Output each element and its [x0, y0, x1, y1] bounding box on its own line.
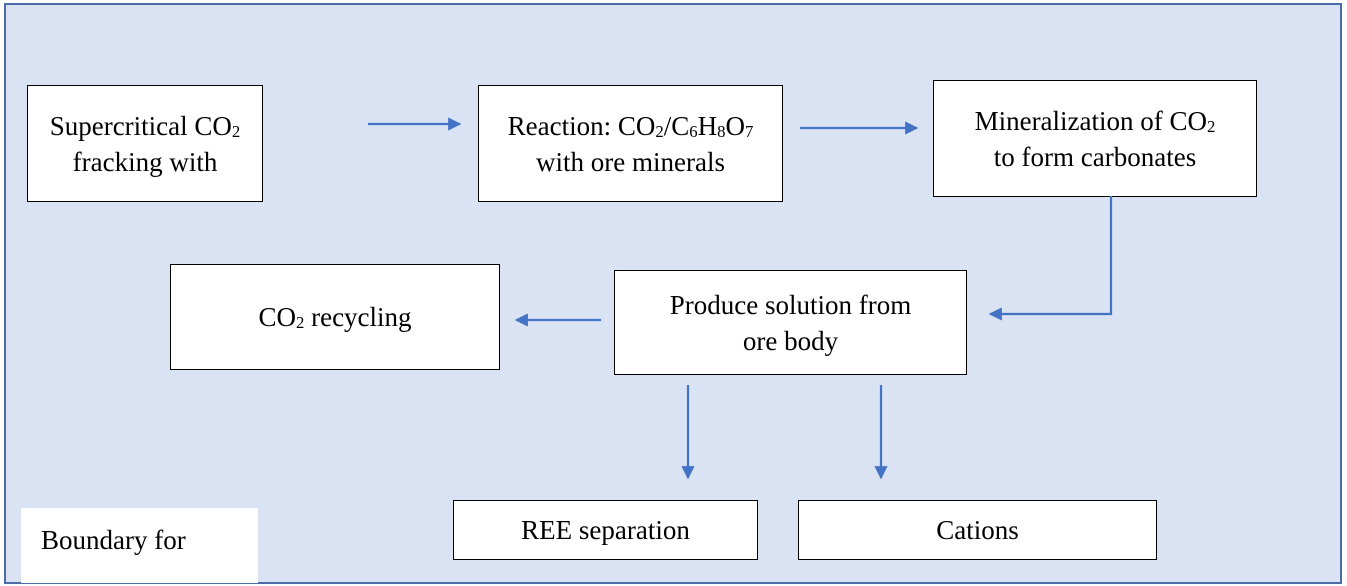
node-fracking-line1: Supercritical CO2 [49, 110, 241, 141]
node-reaction-line2: with ore minerals [536, 146, 725, 177]
node-mineralization-line2: to form carbonates [993, 141, 1197, 172]
node-ree: REE separation [453, 500, 758, 560]
node-reaction-line1: Reaction: CO2/C6H8O7 [507, 110, 754, 141]
boundary-label: Boundary for [21, 508, 258, 583]
node-mineralization-line1: Mineralization of CO2 [974, 105, 1216, 136]
node-cations-label: Cations [936, 515, 1019, 545]
node-fracking-line2: fracking with [72, 146, 218, 177]
node-produce: Produce solution from ore body [614, 270, 967, 375]
node-mineralization: Mineralization of CO2 to form carbonates [933, 80, 1257, 197]
node-reaction: Reaction: CO2/C6H8O7 with ore minerals [478, 85, 783, 202]
node-cations: Cations [798, 500, 1157, 560]
node-recycling-label: CO2 recycling [258, 302, 412, 332]
node-produce-line2: ore body [742, 325, 839, 356]
node-recycling: CO2 recycling [170, 264, 500, 370]
node-fracking: Supercritical CO2 fracking with [27, 85, 263, 202]
boundary-label-text: Boundary for [41, 525, 186, 555]
node-produce-line1: Produce solution from [669, 289, 912, 320]
node-ree-label: REE separation [521, 515, 690, 545]
